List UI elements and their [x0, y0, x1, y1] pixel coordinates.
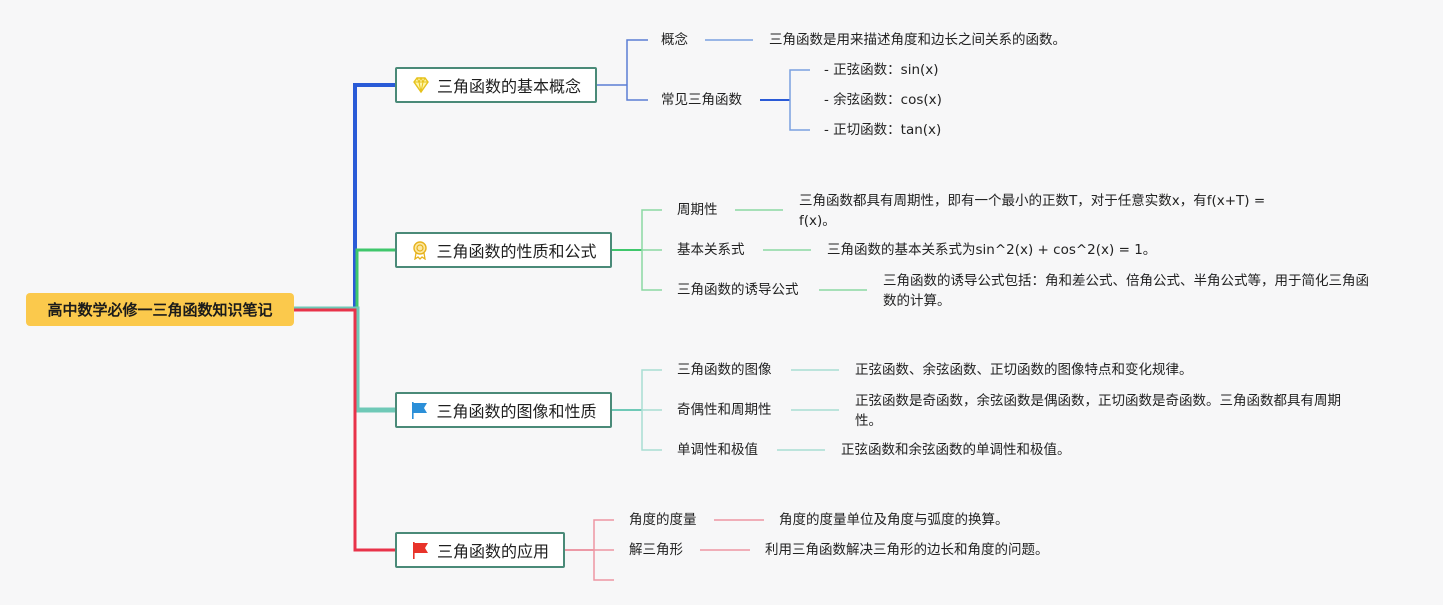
- branch-title: 三角函数的图像和性质: [436, 402, 597, 421]
- subtopic-description: 正弦函数和余弦函数的单调性和极值。: [841, 442, 1071, 458]
- branch-basic-concepts[interactable]: 三角函数的基本概念: [395, 67, 597, 103]
- subtopic-label[interactable]: 常见三角函数: [661, 92, 742, 108]
- root-topic[interactable]: 高中数学必修一三角函数知识笔记: [26, 293, 294, 326]
- subtopic-label[interactable]: 周期性: [677, 202, 718, 218]
- subtopic-description: 正弦函数、余弦函数、正切函数的图像特点和变化规律。: [855, 362, 1193, 378]
- subtopic-description: 三角函数的诱导公式包括：角和差公式、倍角公式、半角公式等，用于简化三角函数的计算…: [883, 273, 1369, 309]
- subtopic-label[interactable]: 三角函数的诱导公式: [677, 282, 799, 298]
- subtopic-description: 三角函数都具有周期性，即有一个最小的正数T，对于任意实数x，有f(x+T) = …: [799, 193, 1266, 229]
- function-item[interactable]: - 正弦函数：sin(x): [824, 62, 939, 78]
- branch-applications[interactable]: 三角函数的应用: [395, 532, 565, 568]
- subtopic-label[interactable]: 角度的度量: [629, 512, 697, 528]
- red-flag-icon: [411, 540, 431, 560]
- award-ribbon-icon: [410, 240, 430, 260]
- subtopic-label[interactable]: 奇偶性和周期性: [677, 402, 772, 418]
- subtopic-description: 角度的度量单位及角度与弧度的换算。: [779, 512, 1009, 528]
- branch-title: 三角函数的基本概念: [436, 77, 581, 96]
- blue-flag-icon: [410, 400, 430, 420]
- diamond-icon: [411, 75, 431, 95]
- function-item[interactable]: - 余弦函数：cos(x): [824, 92, 942, 108]
- subtopic-description: 三角函数的基本关系式为sin^2(x) + cos^2(x) = 1。: [827, 242, 1157, 258]
- function-item[interactable]: - 正切函数：tan(x): [824, 122, 942, 138]
- subtopic-label[interactable]: 概念: [661, 32, 688, 48]
- branch-properties-formulas[interactable]: 三角函数的性质和公式: [395, 232, 612, 268]
- subtopic-description: 三角函数是用来描述角度和边长之间关系的函数。: [769, 32, 1066, 48]
- subtopic-label[interactable]: 解三角形: [629, 542, 683, 558]
- subtopic-description: 正弦函数是奇函数，余弦函数是偶函数，正切函数是奇函数。三角函数都具有周期性。: [855, 393, 1341, 429]
- branch-title: 三角函数的性质和公式: [436, 242, 597, 261]
- subtopic-label[interactable]: 三角函数的图像: [677, 362, 772, 378]
- branch-graphs-properties[interactable]: 三角函数的图像和性质: [395, 392, 612, 428]
- branch-title: 三角函数的应用: [436, 542, 549, 561]
- subtopic-description: 利用三角函数解决三角形的边长和角度的问题。: [765, 542, 1049, 558]
- subtopic-label[interactable]: 单调性和极值: [677, 442, 758, 458]
- subtopic-label[interactable]: 基本关系式: [677, 242, 745, 258]
